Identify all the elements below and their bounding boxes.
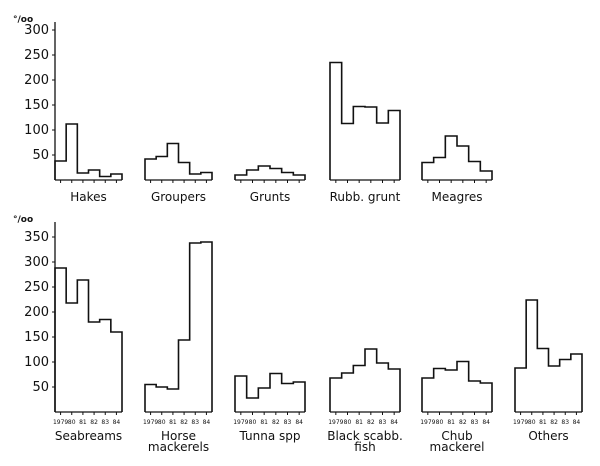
y-tick-label-100: 100 <box>24 123 49 138</box>
year-label: 1979 <box>513 419 528 426</box>
step-series <box>421 360 493 412</box>
step-series <box>54 267 123 412</box>
year-label: 82 <box>459 419 467 426</box>
year-label: 82 <box>272 419 280 426</box>
panel-title: Seabreams <box>55 429 122 443</box>
y-tick-label-250: 250 <box>24 48 49 63</box>
year-label: 84 <box>390 419 398 426</box>
step-series <box>421 135 493 180</box>
step-series <box>234 165 306 180</box>
y-tick-label-200: 200 <box>24 305 49 320</box>
step-series <box>144 142 213 180</box>
year-label: 81 <box>169 419 177 426</box>
year-label: 80 <box>68 419 76 426</box>
year-label: 82 <box>90 419 98 426</box>
y-tick-label-300: 300 <box>24 23 49 38</box>
panel-title: Groupers <box>151 190 206 204</box>
year-label: 80 <box>344 419 352 426</box>
year-label: 82 <box>550 419 558 426</box>
y-tick-label-200: 200 <box>24 73 49 88</box>
year-label: 84 <box>113 419 121 426</box>
y-tick-label-150: 150 <box>24 98 49 113</box>
panel-title: Meagres <box>431 190 482 204</box>
year-label: 81 <box>260 419 268 426</box>
year-label: 81 <box>539 419 547 426</box>
year-label: 80 <box>249 419 257 426</box>
year-label: 83 <box>561 419 569 426</box>
y-tick-label-250: 250 <box>24 280 49 295</box>
y-tick-label-50: 50 <box>32 148 49 163</box>
year-label: 83 <box>191 419 199 426</box>
year-label: 84 <box>295 419 303 426</box>
year-label: 83 <box>379 419 387 426</box>
panel-top-4: Meagres <box>421 135 493 204</box>
panel-top-1: Groupers <box>144 142 213 204</box>
year-label: 1979 <box>328 419 343 426</box>
step-series <box>514 299 583 412</box>
year-label: 83 <box>101 419 109 426</box>
step-series <box>54 123 123 180</box>
year-label: 84 <box>573 419 581 426</box>
step-series <box>329 61 401 180</box>
year-label: 84 <box>203 419 211 426</box>
step-series <box>329 348 401 412</box>
year-label: 80 <box>436 419 444 426</box>
year-label: 83 <box>284 419 292 426</box>
year-label: 84 <box>482 419 490 426</box>
panel-title: Tunna spp <box>239 429 301 443</box>
y-tick-label-300: 300 <box>24 255 49 270</box>
panel-top-2: Grunts <box>234 165 306 204</box>
year-label: 80 <box>528 419 536 426</box>
panel-top-3: Rubb. grunt <box>329 61 401 204</box>
year-label: 81 <box>447 419 455 426</box>
year-label: 1979 <box>233 419 248 426</box>
year-label: 1979 <box>143 419 158 426</box>
year-label: 1979 <box>420 419 435 426</box>
y-tick-label-350: 350 <box>24 230 49 245</box>
panel-title: Hakes <box>70 190 107 204</box>
year-label: 80 <box>158 419 166 426</box>
y-axis-unit-label: °/oo <box>13 215 33 225</box>
year-label: 82 <box>180 419 188 426</box>
year-label: 1979 <box>53 419 68 426</box>
step-series <box>234 372 306 412</box>
year-label: 81 <box>355 419 363 426</box>
y-tick-label-50: 50 <box>32 380 49 395</box>
panel-title: Others <box>528 429 568 443</box>
y-tick-label-100: 100 <box>24 355 49 370</box>
y-axis-unit-label: °/oo <box>13 15 33 25</box>
step-series <box>144 241 213 412</box>
panel-title: Black scabb.fish <box>327 429 403 454</box>
panel-top-0: Hakes <box>54 123 123 204</box>
panel-title: Grunts <box>250 190 290 204</box>
year-label: 82 <box>367 419 375 426</box>
panel-title: Rubb. grunt <box>330 190 401 204</box>
year-label: 83 <box>471 419 479 426</box>
y-tick-label-150: 150 <box>24 330 49 345</box>
year-label: 81 <box>79 419 87 426</box>
